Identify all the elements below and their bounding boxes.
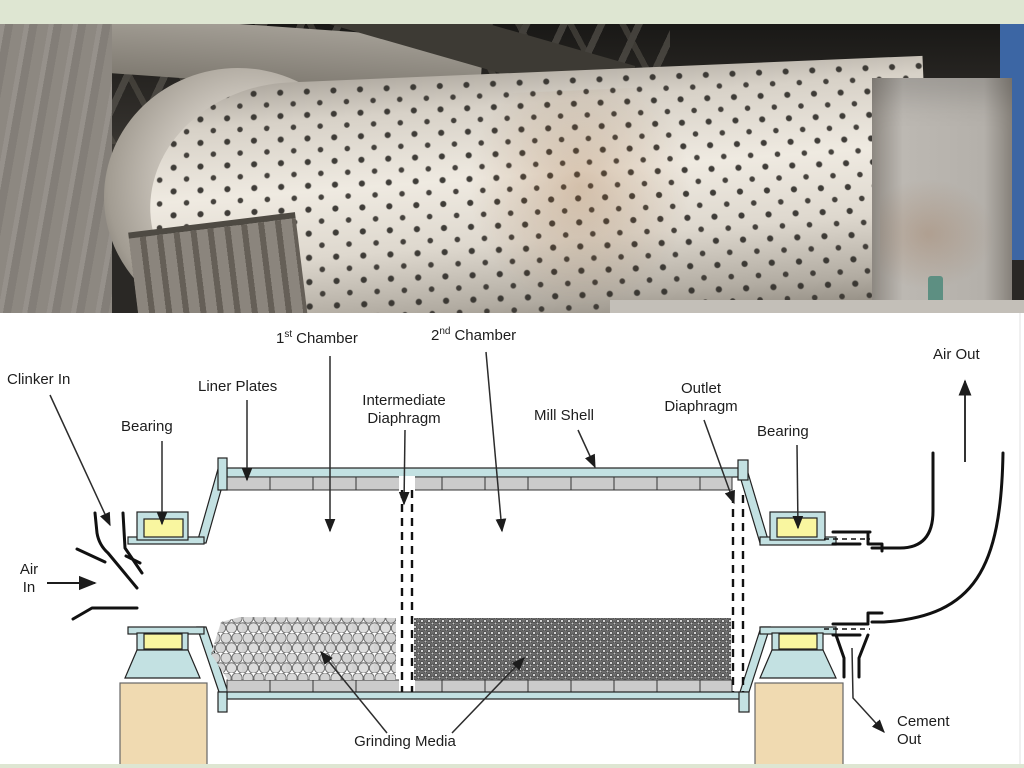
label-first-chamber: 1stChamber: [276, 330, 358, 348]
mill-cross-section-diagram: Clinker In Bearing Liner Plates 1stChamb…: [0, 313, 1024, 764]
label-liner-plates: Liner Plates: [198, 378, 277, 396]
label-cement-out: Cement Out: [897, 713, 950, 749]
label-grinding-media: Grinding Media: [340, 733, 470, 751]
label-bearing-left: Bearing: [121, 418, 173, 436]
slide-edge-shadow: [1019, 313, 1021, 764]
outlet-line1: Outlet: [646, 380, 756, 398]
label-air-out: Air Out: [933, 346, 980, 364]
label-mill-shell: Mill Shell: [534, 407, 594, 425]
label-air-in: Air In: [8, 561, 50, 597]
label-bearing-right: Bearing: [757, 423, 809, 441]
chamber1-word: Chamber: [296, 330, 358, 347]
cement-out-line2: Out: [897, 731, 950, 749]
label-intermediate-diaphragm: Intermediate Diaphragm: [349, 392, 459, 428]
cement-out-line1: Cement: [897, 713, 950, 731]
photo-concrete-pillar: [0, 24, 112, 313]
photo-rust-streak: [446, 85, 716, 313]
air-in-line1: Air: [8, 561, 50, 579]
label-clinker-in: Clinker In: [7, 371, 70, 389]
ball-mill-photo: [0, 24, 1024, 313]
label-outlet-diaphragm: Outlet Diaphragm: [646, 380, 756, 416]
air-in-line2: In: [8, 579, 50, 597]
intermediate-line2: Diaphragm: [349, 410, 459, 428]
label-second-chamber: 2ndChamber: [431, 327, 516, 345]
outlet-duct: [824, 453, 1003, 677]
intermediate-line1: Intermediate: [349, 392, 459, 410]
photo-floor: [610, 300, 1024, 313]
outlet-line2: Diaphragm: [646, 398, 756, 416]
intermediate-diaphragm-lines: [402, 490, 412, 692]
chamber2-ordinal: nd: [439, 326, 450, 337]
diagram-drawing: [0, 313, 1024, 764]
chamber1-ordinal: st: [284, 329, 292, 340]
chamber2-word: Chamber: [454, 327, 516, 344]
outlet-diaphragm-lines: [733, 495, 743, 692]
grinding-media-fill: [211, 617, 731, 680]
clinker-inlet-chute: [73, 513, 142, 619]
